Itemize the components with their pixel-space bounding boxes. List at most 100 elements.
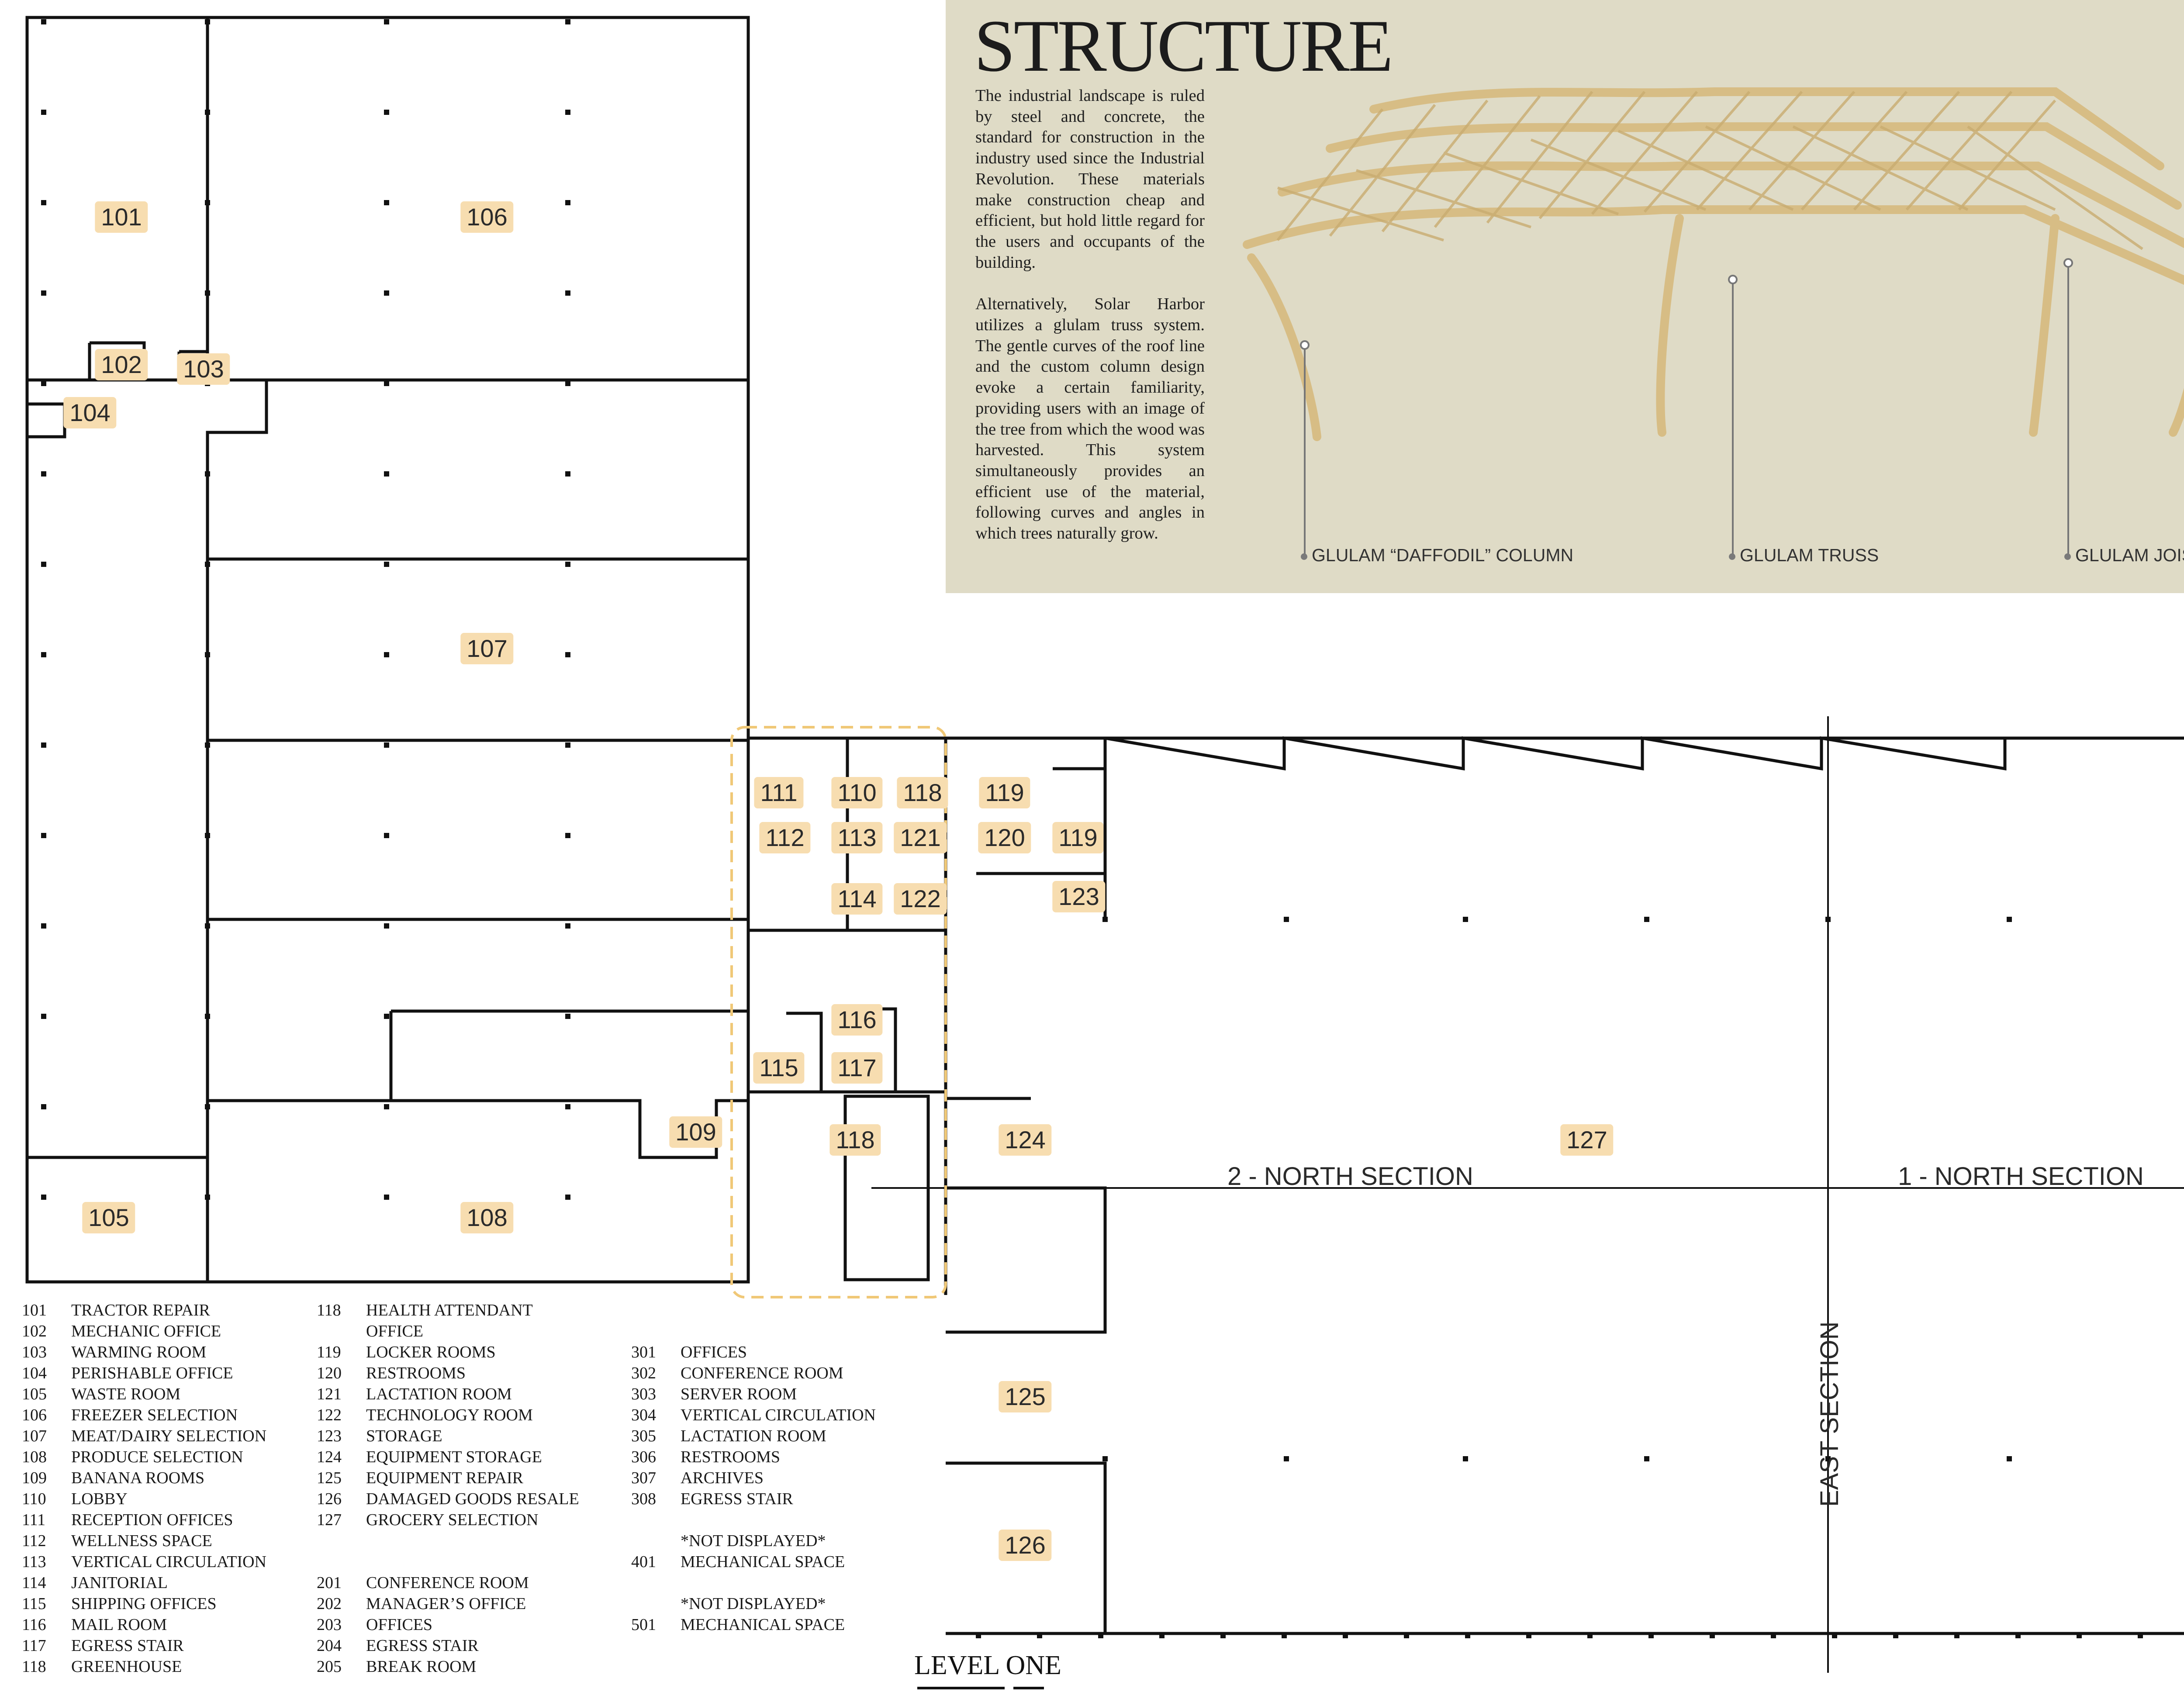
- legend-room-name: PERISHABLE OFFICE: [71, 1364, 233, 1382]
- legend-room-name: TECHNOLOGY ROOM: [366, 1406, 533, 1424]
- legend-room-number: 105: [22, 1385, 47, 1403]
- legend-room-name: [366, 1551, 370, 1572]
- legend-room-name: EQUIPMENT REPAIR: [366, 1469, 523, 1487]
- structural-column-dot: [565, 1104, 570, 1109]
- structural-column-dot: [384, 1195, 389, 1200]
- structural-column-dot: [41, 923, 46, 929]
- structural-column-dot: [41, 1104, 46, 1109]
- structure-title: STRUCTURE: [974, 5, 1393, 87]
- legend-room-number: 307: [631, 1469, 656, 1487]
- legend-room-number: 116: [22, 1616, 46, 1634]
- structural-column-dot: [565, 290, 570, 296]
- room-tag-126: 126: [999, 1530, 1052, 1561]
- structural-column-dot: [1282, 1633, 1287, 1638]
- legend-room-name: EGRESS STAIR: [366, 1637, 479, 1655]
- legend-room-name: GROCERY SELECTION: [366, 1511, 539, 1529]
- structural-column-dot: [1832, 1633, 1837, 1638]
- room-tag-127: 127: [1560, 1124, 1614, 1156]
- legend-room-number: 125: [317, 1469, 342, 1487]
- north-section-2-label: 2 - NORTH SECTION: [1227, 1162, 1473, 1191]
- legend-room-number: [317, 1551, 366, 1572]
- legend-room-number: 305: [631, 1427, 656, 1445]
- legend-room-name: VERTICAL CIRCULATION: [71, 1553, 267, 1571]
- legend-row: 307 ARCHIVES: [631, 1468, 876, 1488]
- legend-room-name: WELLNESS SPACE: [71, 1532, 212, 1550]
- legend-row: [631, 1509, 876, 1530]
- room-tag-109: 109: [669, 1116, 722, 1148]
- structural-column-dot: [565, 923, 570, 929]
- structural-column-dot: [1284, 917, 1289, 922]
- structural-column-dot: [41, 381, 46, 386]
- legend-room-name: EQUIPMENT STORAGE: [366, 1448, 542, 1466]
- legend-room-number: 109: [22, 1469, 47, 1487]
- structural-column-dot: [205, 110, 210, 115]
- structural-column-dot: [565, 471, 570, 477]
- room-tag-110: 110: [831, 777, 883, 808]
- legend-room-number: 113: [22, 1553, 46, 1571]
- structural-column-dot: [1825, 1456, 1831, 1461]
- structural-column-dot: [1463, 1456, 1468, 1461]
- structural-column-dot: [2015, 1633, 2021, 1638]
- room-tag-115: 115: [753, 1052, 805, 1084]
- structural-column-dot: [384, 19, 389, 24]
- structural-column-dot: [41, 200, 46, 205]
- legend-room-name: [366, 1530, 370, 1551]
- legend-room-number: [631, 1572, 681, 1593]
- room-tag-119: 119: [1052, 822, 1104, 853]
- legend-room-number: 118: [22, 1657, 46, 1676]
- legend-room-name: OFFICES: [681, 1343, 747, 1361]
- structural-column-dot: [565, 1195, 570, 1200]
- room-tag-121: 121: [894, 822, 947, 853]
- structural-column-dot: [205, 1014, 210, 1019]
- legend-room-number: [631, 1593, 681, 1614]
- structural-column-dot: [205, 200, 210, 205]
- structural-column-dot: [1710, 1633, 1715, 1638]
- legend-room-number: 107: [22, 1427, 47, 1445]
- legend-room-number: 102: [22, 1322, 47, 1340]
- legend-room-name: CONFERENCE ROOM: [681, 1364, 843, 1382]
- structural-column-dot: [2077, 1633, 2082, 1638]
- callout-dot-icon: [2064, 553, 2071, 560]
- structural-column-dot: [565, 200, 570, 205]
- structural-column-dot: [1954, 1633, 1959, 1638]
- legend-room-name: JANITORIAL: [71, 1574, 168, 1592]
- structural-column-dot: [565, 742, 570, 748]
- legend-room-name: WASTE ROOM: [71, 1385, 181, 1403]
- legend-room-name: OFFICE: [366, 1322, 423, 1340]
- legend-room-name: TRACTOR REPAIR: [71, 1301, 210, 1319]
- structural-column-dot: [565, 381, 570, 386]
- room-tag-101: 101: [95, 201, 148, 233]
- legend-room-name: LOCKER ROOMS: [366, 1343, 496, 1361]
- callout-glulam-column: GLULAM “DAFFODIL” COLUMN: [1301, 545, 1573, 566]
- legend-room-number: 204: [317, 1637, 342, 1655]
- legend-room-name: DAMAGED GOODS RESALE: [366, 1490, 579, 1508]
- legend-room-name: LOBBY: [71, 1490, 128, 1508]
- legend-room-number: [317, 1530, 366, 1551]
- structural-column-dot: [384, 652, 389, 657]
- legend-room-name: ARCHIVES: [681, 1469, 764, 1487]
- structural-column-dot: [1644, 1456, 1649, 1461]
- legend-row: [317, 1551, 579, 1572]
- legend-row: *NOT DISPLAYED*: [631, 1593, 876, 1614]
- legend-room-number: 127: [317, 1511, 342, 1529]
- room-tag-119: 119: [979, 777, 1030, 808]
- structural-column-dot: [205, 1104, 210, 1109]
- legend-room-name: LACTATION ROOM: [681, 1427, 826, 1445]
- legend-room-name: *NOT DISPLAYED*: [681, 1532, 826, 1550]
- legend-room-name: VERTICAL CIRCULATION: [681, 1406, 876, 1424]
- structural-column-dot: [41, 471, 46, 477]
- legend-room-name: BREAK ROOM: [366, 1657, 477, 1676]
- legend-room-number: 501: [631, 1616, 656, 1634]
- legend-room-name: CONFERENCE ROOM: [366, 1574, 529, 1592]
